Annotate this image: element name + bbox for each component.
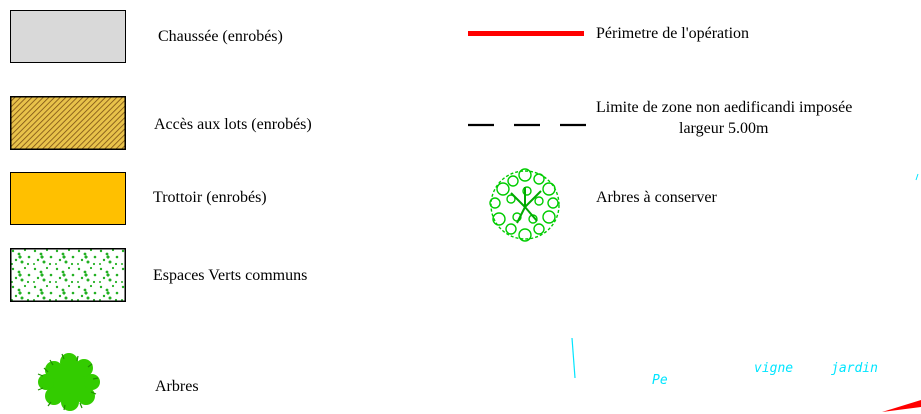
plan-fragment-lines <box>571 173 921 412</box>
trottoir-label: Trottoir (enrobés) <box>153 189 267 206</box>
tree-canopy-icon <box>37 353 100 411</box>
perimetre-label: Périmetre de l'opération <box>596 25 750 42</box>
limite-label-line2: largeur 5.00m <box>679 120 769 137</box>
perimetre-line <box>468 31 584 36</box>
acces-lots-label: Accès aux lots (enrobés) <box>154 116 312 133</box>
limite-dashed-line <box>468 123 586 127</box>
trottoir-swatch <box>10 172 126 225</box>
chaussee-swatch <box>10 10 126 63</box>
tree-outline-icon <box>489 168 560 242</box>
chaussee-label: Chaussée (enrobés) <box>158 28 283 45</box>
plan-label-pe: Pe <box>652 373 668 388</box>
plan-label-jardin: jardin <box>831 361 878 376</box>
arbres-conserver-label: Arbres à conserver <box>596 189 717 206</box>
acces-lots-swatch <box>10 96 126 150</box>
plan-label-vigne: vigne <box>754 361 794 376</box>
arbres-label: Arbres <box>155 378 199 395</box>
limite-label-line1: Limite de zone non aedificandi imposée <box>596 99 853 116</box>
espaces-verts-label: Espaces Verts communs <box>153 267 308 284</box>
espaces-verts-swatch <box>10 248 126 302</box>
